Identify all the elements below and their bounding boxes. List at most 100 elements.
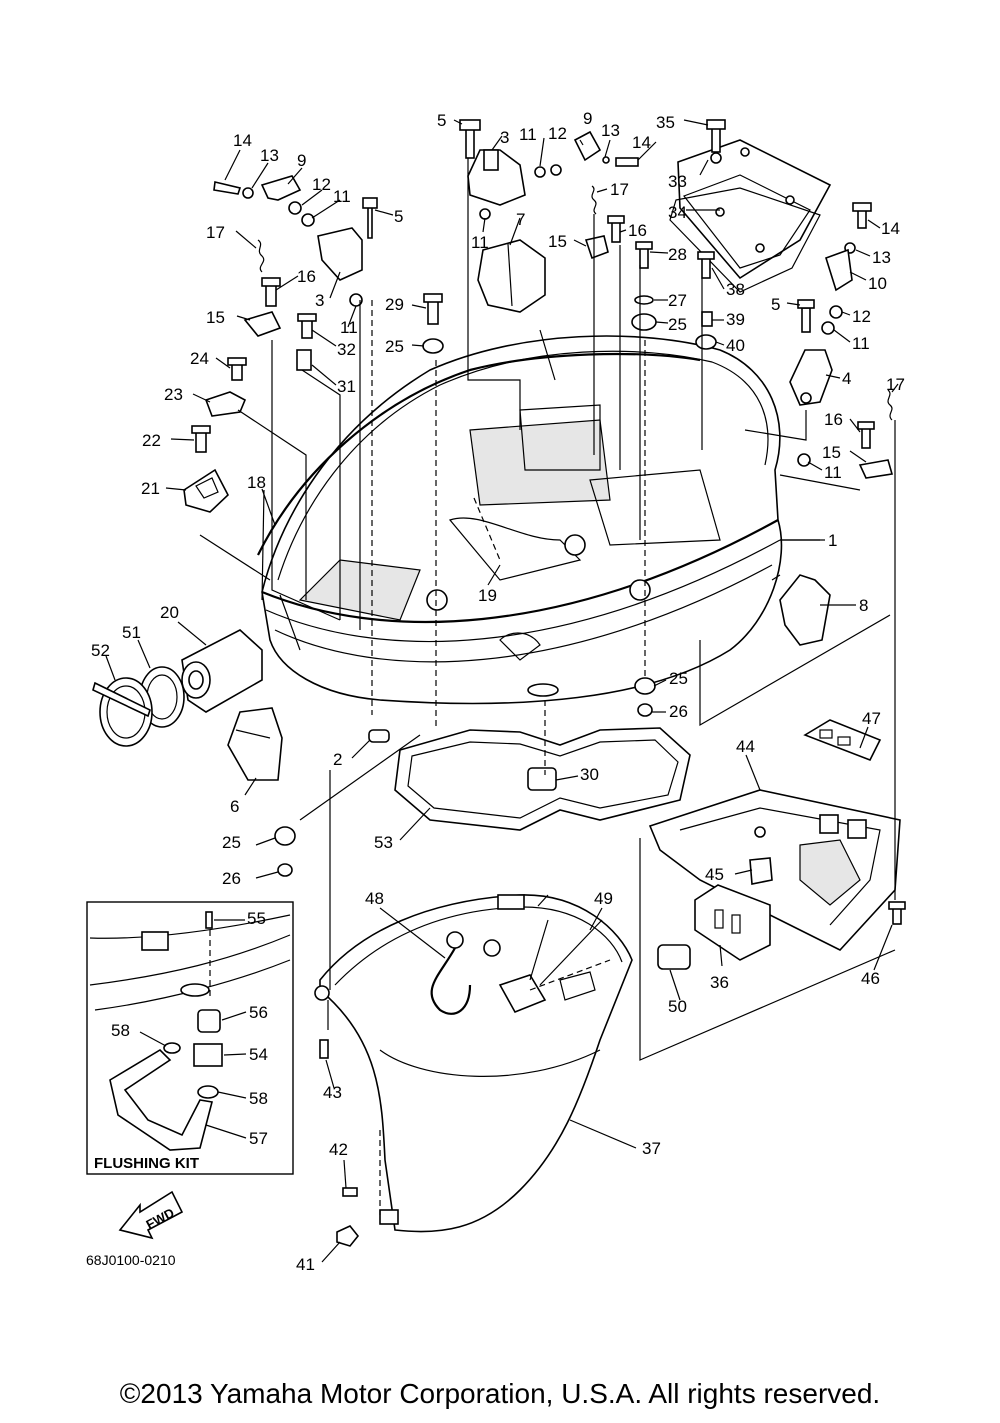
callout-label: 16 bbox=[297, 267, 316, 286]
flushing-kit-inset: FLUSHING KIT bbox=[86, 901, 294, 1175]
callout-label: 21 bbox=[141, 479, 160, 498]
callout-label: 17 bbox=[886, 375, 905, 394]
callout-label: 46 bbox=[861, 969, 880, 988]
callout-label: 35 bbox=[656, 113, 675, 132]
bottom-cowling bbox=[261, 335, 783, 705]
callout-label: 47 bbox=[862, 709, 881, 728]
callout-label: 4 bbox=[842, 369, 851, 388]
callout-label: 48 bbox=[365, 889, 384, 908]
callout-label: 10 bbox=[868, 274, 887, 293]
callout-leaders bbox=[105, 119, 899, 1263]
callout-label: 14 bbox=[632, 133, 651, 152]
callout-label: 26 bbox=[669, 702, 688, 721]
callout-numbers: 14 13 9 12 11 5 17 16 3 11 15 32 29 25 3… bbox=[91, 109, 905, 1274]
callout-label: 9 bbox=[297, 151, 306, 170]
callout-label: 22 bbox=[142, 431, 161, 450]
lower-right-bracket bbox=[648, 719, 906, 961]
diagram-part-code: 68J0100-0210 bbox=[86, 1252, 176, 1268]
callout-label: 3 bbox=[315, 291, 324, 310]
callout-label: 12 bbox=[312, 175, 331, 194]
callout-label: 3 bbox=[500, 128, 509, 147]
callout-label: 25 bbox=[669, 669, 688, 688]
callout-label: 44 bbox=[736, 737, 755, 756]
flushing-kit-title: FLUSHING KIT bbox=[94, 1155, 199, 1172]
callout-label: 33 bbox=[668, 172, 687, 191]
callout-label: 11 bbox=[852, 334, 870, 353]
copyright-notice: ©2013 Yamaha Motor Corporation, U.S.A. A… bbox=[119, 1378, 881, 1409]
callout-label: 13 bbox=[601, 121, 620, 140]
callout-label: 38 bbox=[726, 280, 745, 299]
callout-label: 28 bbox=[668, 245, 687, 264]
callout-label: 5 bbox=[437, 111, 446, 130]
callout-label: 11 bbox=[333, 187, 351, 206]
callout-label: 25 bbox=[385, 337, 404, 356]
grommets bbox=[274, 677, 656, 877]
callout-label: 24 bbox=[190, 349, 209, 368]
callout-label: 12 bbox=[852, 307, 871, 326]
top-center-bracket-group bbox=[459, 119, 639, 313]
callout-label: 14 bbox=[881, 219, 900, 238]
callout-label: 40 bbox=[726, 336, 745, 355]
lower-cowling bbox=[314, 894, 691, 1247]
callout-label: 13 bbox=[260, 146, 279, 165]
callout-label: 11 bbox=[519, 125, 537, 144]
callout-label: 26 bbox=[222, 869, 241, 888]
callout-label: 16 bbox=[824, 410, 843, 429]
callout-label: 36 bbox=[710, 973, 729, 992]
callout-label: 11 bbox=[340, 318, 358, 337]
callout-label: 13 bbox=[872, 248, 891, 267]
top-right-cover-plate bbox=[669, 119, 872, 293]
callout-label: 23 bbox=[164, 385, 183, 404]
callout-label: 51 bbox=[122, 623, 141, 642]
callout-label: 32 bbox=[337, 340, 356, 359]
callout-label: 7 bbox=[516, 210, 525, 229]
callout-label: 49 bbox=[594, 889, 613, 908]
callout-label: 15 bbox=[206, 308, 225, 327]
callout-label: 8 bbox=[859, 596, 868, 615]
callout-label: 43 bbox=[323, 1083, 342, 1102]
callout-label: 19 bbox=[478, 586, 497, 605]
callout-label: 6 bbox=[230, 797, 239, 816]
top-left-bracket-group bbox=[183, 175, 444, 513]
callout-label: 45 bbox=[705, 865, 724, 884]
forward-arrow: FWD bbox=[118, 1190, 184, 1240]
callout-label: 39 bbox=[726, 310, 745, 329]
callout-label: 16 bbox=[628, 221, 647, 240]
callout-label: 29 bbox=[385, 295, 404, 314]
callout-label: 15 bbox=[822, 443, 841, 462]
callout-label: 17 bbox=[206, 223, 225, 242]
callout-label: 17 bbox=[610, 180, 629, 199]
callout-label: 58 bbox=[249, 1089, 268, 1108]
side-bracket bbox=[779, 574, 831, 646]
callout-label: 41 bbox=[296, 1255, 315, 1274]
callout-label: 34 bbox=[668, 203, 687, 222]
callout-label: 55 bbox=[247, 909, 266, 928]
callout-label: 50 bbox=[668, 997, 687, 1016]
callout-label: 5 bbox=[394, 207, 403, 226]
callout-label: 31 bbox=[337, 377, 356, 396]
callout-label: 12 bbox=[548, 124, 567, 143]
callout-label: 52 bbox=[91, 641, 110, 660]
callout-label: 18 bbox=[247, 473, 266, 492]
callout-label: 9 bbox=[583, 109, 592, 128]
connector-and-clamps bbox=[92, 629, 263, 747]
callout-label: 58 bbox=[111, 1021, 130, 1040]
callout-label: 1 bbox=[828, 531, 837, 550]
callout-label: 2 bbox=[333, 750, 342, 769]
callout-label: 25 bbox=[222, 833, 241, 852]
callout-label: 20 bbox=[160, 603, 179, 622]
callout-label: 53 bbox=[374, 833, 393, 852]
callout-label: 11 bbox=[824, 463, 842, 482]
left-lower-brackets bbox=[227, 707, 390, 781]
callout-label: 14 bbox=[233, 131, 252, 150]
gasket bbox=[394, 727, 691, 831]
callout-label: 25 bbox=[668, 315, 687, 334]
callout-label: 11 bbox=[471, 233, 489, 252]
callout-label: 42 bbox=[329, 1140, 348, 1159]
callout-label: 15 bbox=[548, 232, 567, 251]
callout-label: 37 bbox=[642, 1139, 661, 1158]
seal-strip bbox=[257, 352, 701, 556]
callout-label: 27 bbox=[668, 291, 687, 310]
right-bracket-group bbox=[631, 241, 894, 479]
